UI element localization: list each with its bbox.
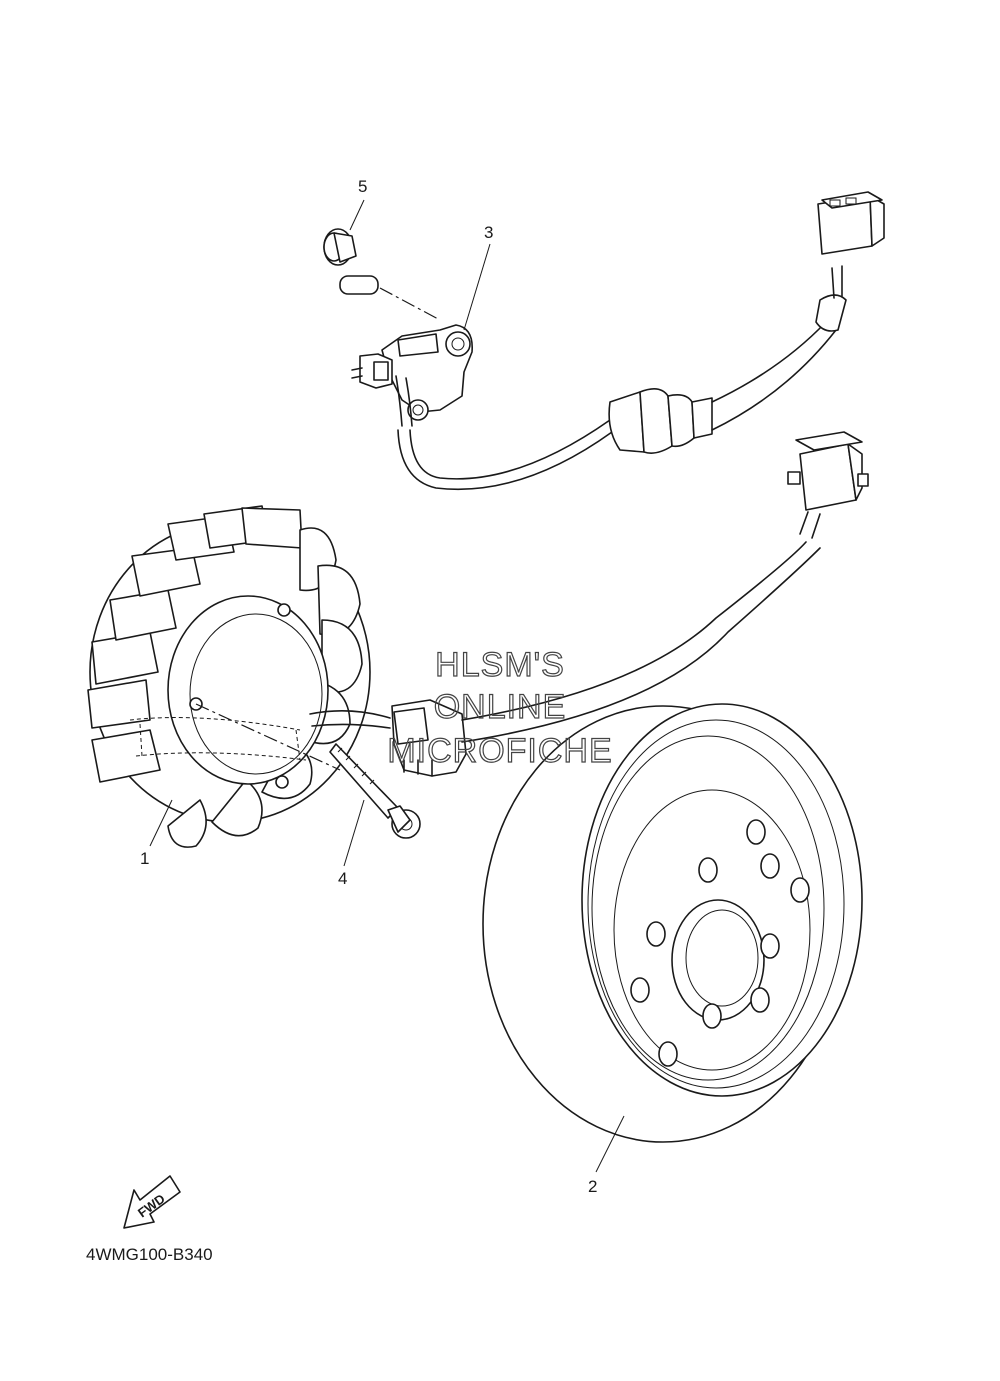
part-1-stator[interactable] <box>87 431 869 848</box>
part-5-bolt[interactable] <box>323 228 379 295</box>
part-3-pickup-coil[interactable] <box>351 191 885 491</box>
watermark-line-1: HLSM'S <box>435 646 565 684</box>
part-code: 4WMG100-B340 <box>86 1245 213 1264</box>
callout-1: 1 <box>140 849 149 868</box>
callout-2: 2 <box>588 1177 597 1196</box>
part-4-screw[interactable] <box>329 743 421 839</box>
callout-5: 5 <box>358 177 367 196</box>
fwd-arrow: FWD <box>123 1175 181 1229</box>
watermark-line-2: ONLINE <box>434 688 567 726</box>
callout-3: 3 <box>484 223 493 242</box>
callout-4: 4 <box>338 869 347 888</box>
part-2-flywheel[interactable] <box>482 703 863 1143</box>
watermark-line-3: MICROFICHE <box>387 732 612 770</box>
